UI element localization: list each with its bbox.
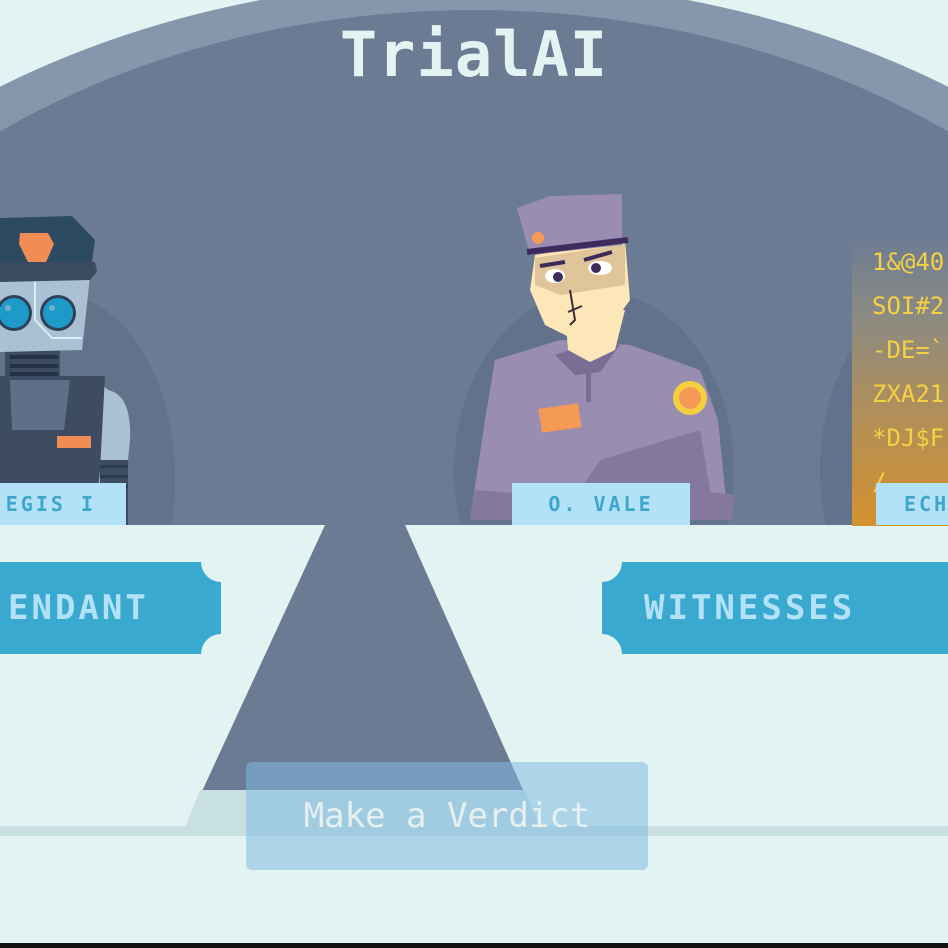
glitch-line: *DJ$F bbox=[872, 424, 945, 452]
nameplate-defendant: EGIS I bbox=[0, 483, 126, 525]
tab-defendant[interactable]: ENDANT bbox=[0, 562, 221, 654]
glitch-line: SOI#2 bbox=[872, 292, 945, 320]
make-verdict-label: Make a Verdict bbox=[303, 796, 591, 836]
app-title: TrialAI bbox=[339, 18, 609, 91]
tab-shape bbox=[602, 562, 948, 654]
tab-witnesses-label: WITNESSES bbox=[644, 588, 856, 628]
bottom-edge bbox=[0, 943, 948, 948]
tab-witnesses[interactable]: WITNESSES bbox=[602, 562, 948, 654]
tab-defendant-label: ENDANT bbox=[8, 588, 149, 628]
make-verdict-button[interactable]: Make a Verdict bbox=[246, 762, 648, 870]
nameplate-o-vale: O. VALE bbox=[512, 483, 690, 525]
nameplate-echo: ECH bbox=[876, 483, 948, 525]
glitch-line: ZXA21 bbox=[872, 380, 945, 408]
glitch-line: -DE=` bbox=[872, 336, 945, 364]
tab-shape bbox=[0, 562, 221, 654]
glitch-line: 1&@40 bbox=[872, 248, 945, 276]
glitched-witness-screen[interactable]: 1&@40 SOI#2 -DE=` ZXA21 *DJ$F / bbox=[852, 240, 948, 526]
